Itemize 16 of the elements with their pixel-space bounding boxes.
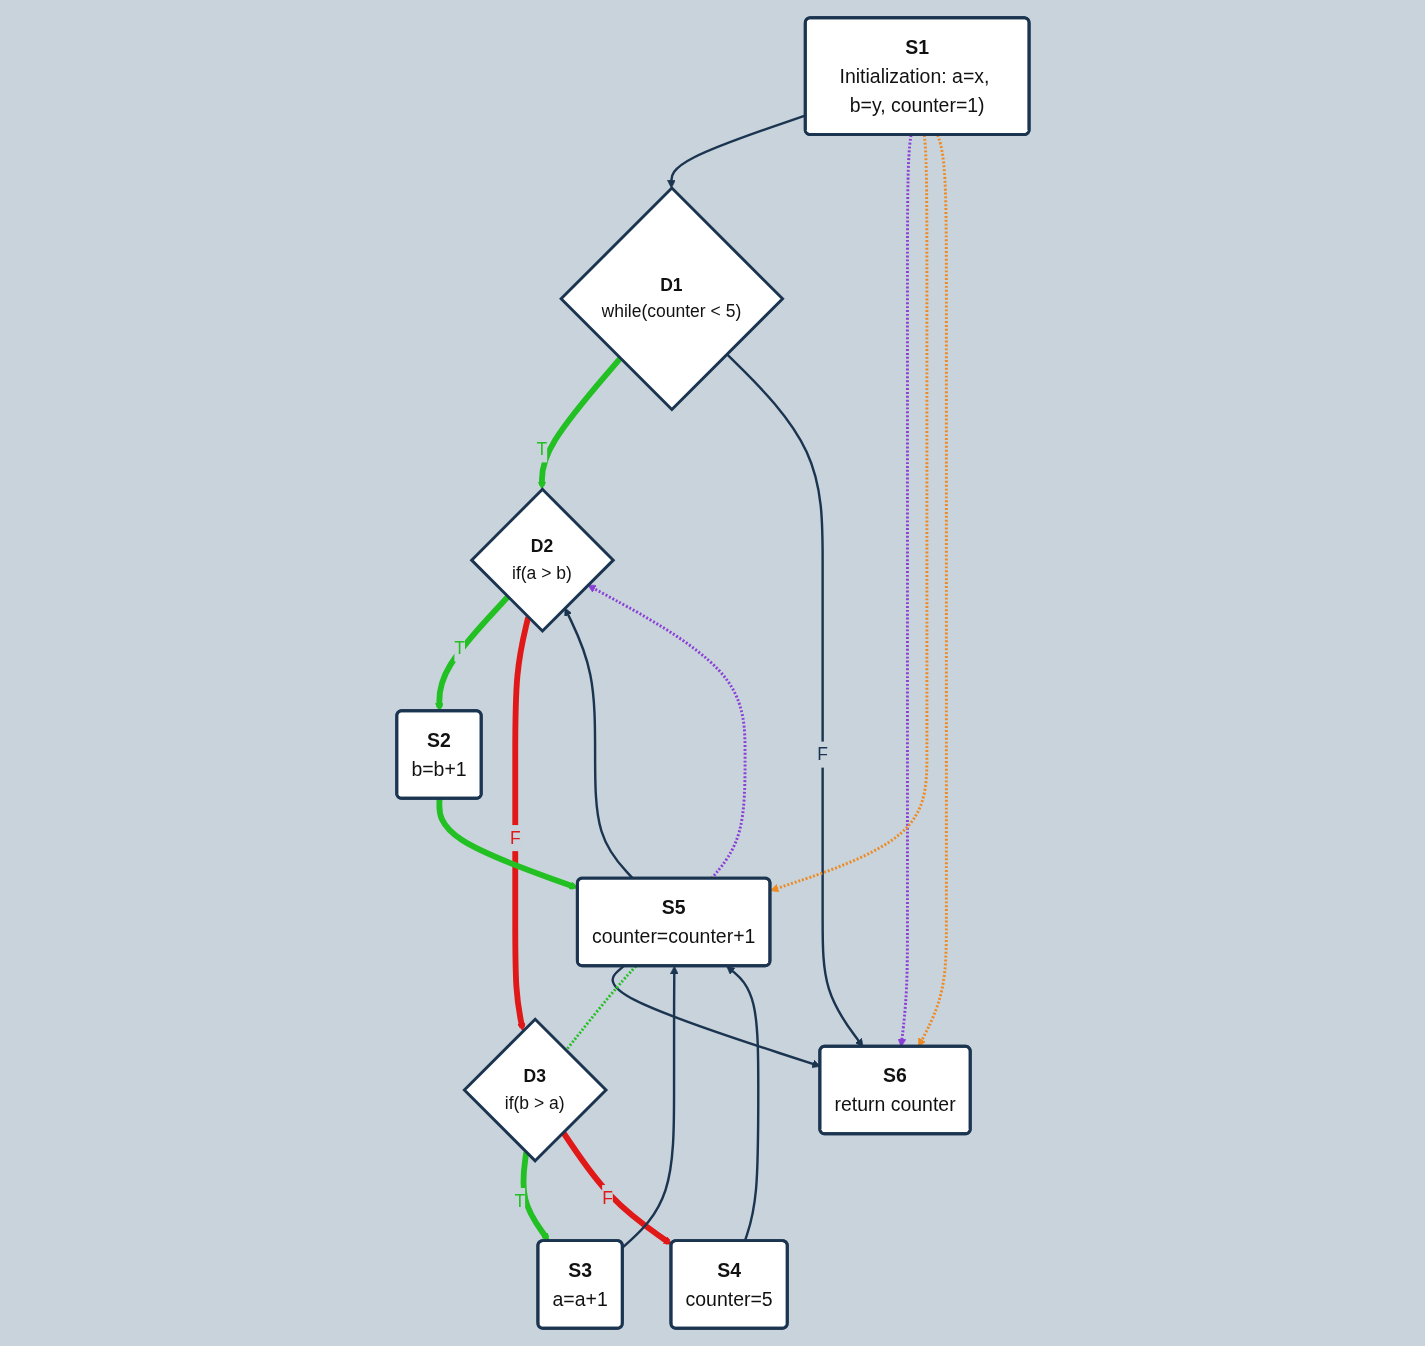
node-diamond: D2 if(a > b) bbox=[469, 487, 615, 633]
edge-label: T bbox=[453, 638, 465, 658]
arrow bbox=[560, 1130, 672, 1245]
arrow bbox=[436, 798, 578, 890]
arrow bbox=[511, 616, 531, 1032]
node-diamond: D1 while(counter < 5) bbox=[558, 186, 785, 412]
edge-label: T bbox=[514, 1190, 525, 1211]
arrow bbox=[621, 965, 679, 1249]
edge-label: F bbox=[601, 1187, 613, 1208]
edge-label: F bbox=[816, 744, 828, 764]
edge-label: F bbox=[509, 828, 521, 848]
node-diamond: D3 if(b > a) bbox=[461, 1017, 608, 1163]
arrow bbox=[537, 356, 622, 490]
arrow bbox=[769, 134, 928, 893]
connector bbox=[564, 965, 637, 1052]
edge-label: T bbox=[536, 439, 547, 459]
